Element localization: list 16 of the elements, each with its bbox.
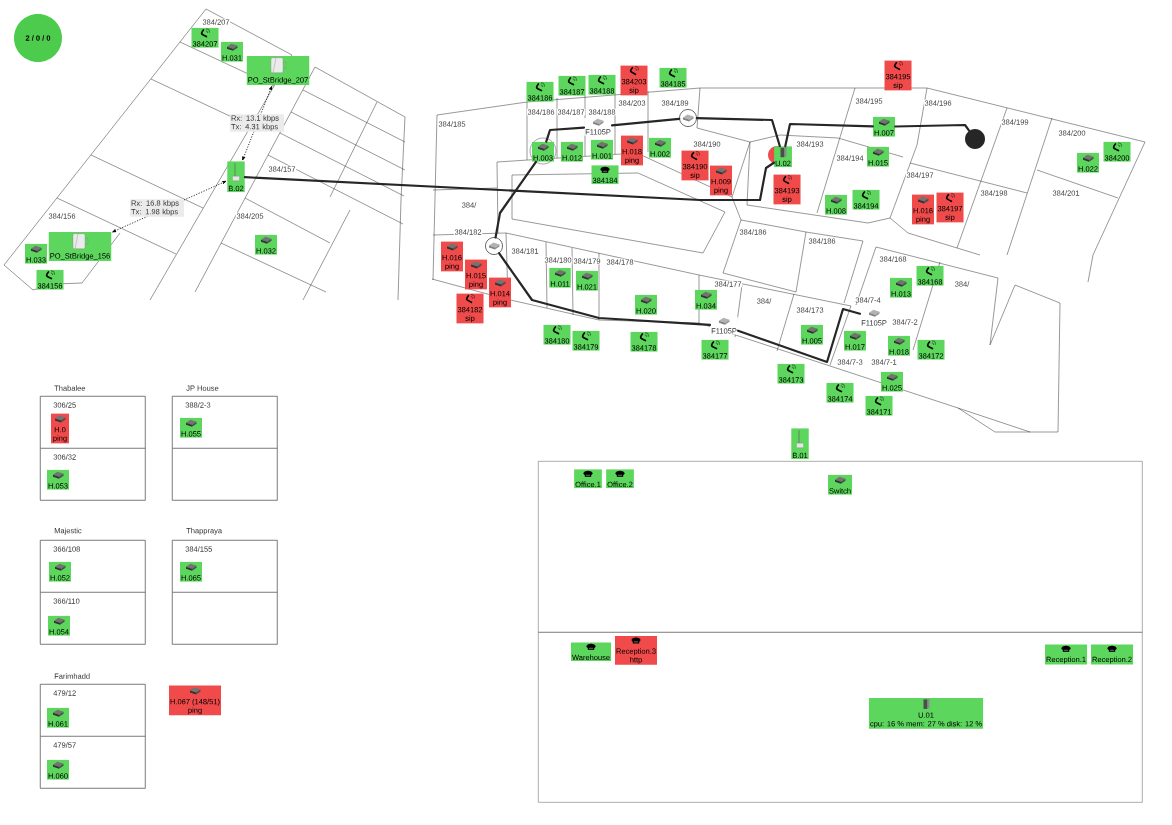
- cable-line: [784, 122, 874, 148]
- dotted-arrow: [242, 86, 273, 161]
- cable-line: [695, 117, 781, 148]
- plot-cell: [172, 448, 278, 501]
- cable-line: [736, 307, 862, 364]
- area-box: [538, 461, 1143, 633]
- cable-line: [243, 161, 775, 202]
- dotted-arrow: [112, 180, 227, 233]
- cable-line: [545, 126, 586, 143]
- cable-line: [894, 123, 971, 132]
- cable-line: [610, 117, 681, 127]
- plot-cell: [172, 592, 278, 645]
- cable-line: [497, 252, 712, 326]
- filled-circle: [965, 129, 985, 149]
- area-box: [538, 632, 1143, 803]
- cable-line: [494, 160, 538, 239]
